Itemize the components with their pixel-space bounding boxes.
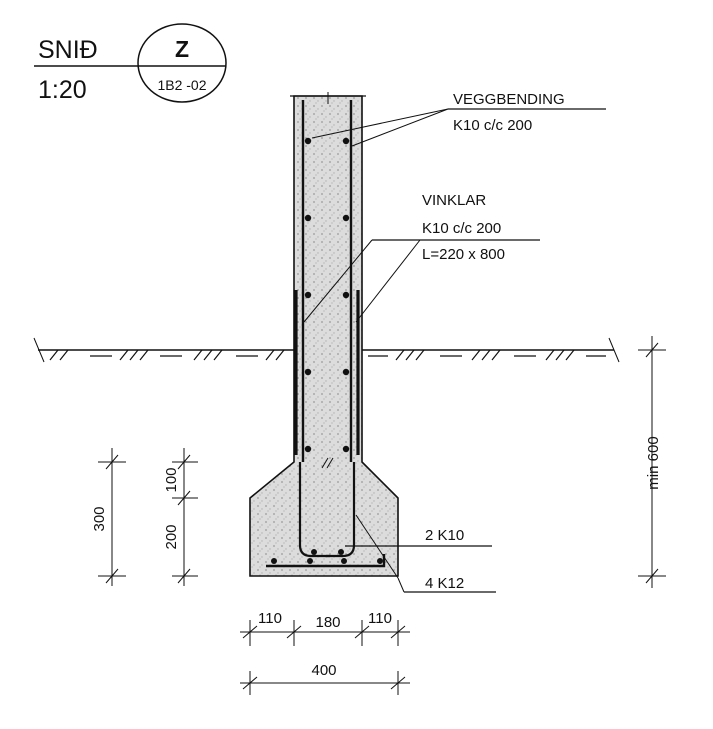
dim-footing-base-height: 200 xyxy=(163,524,180,549)
angles-length: L=220 x 800 xyxy=(422,246,505,263)
wall-bar-dots xyxy=(304,137,350,453)
dim-wall-thickness: 180 xyxy=(315,614,340,631)
angle-bar-left xyxy=(298,462,330,558)
sheet-reference: 1B2 -02 xyxy=(157,77,206,93)
annotation-leaders xyxy=(303,108,606,593)
wall-rebar-leader-2 xyxy=(351,108,449,147)
frost-depth-dimension: min 600 xyxy=(638,336,666,588)
scale-label: 1:20 xyxy=(38,76,87,104)
left-dimensions: 300 100 200 xyxy=(91,448,198,586)
angles-spec: K10 c/c 200 xyxy=(422,220,501,237)
dim-right-projection: 110 xyxy=(368,610,392,627)
bottom-dimensions: 110 180 110 400 xyxy=(240,610,410,695)
footing-bottom-bar xyxy=(266,554,386,568)
section-mark-letter: Z xyxy=(175,36,189,62)
wall-rebar-spec: K10 c/c 200 xyxy=(453,117,532,134)
angles-leader-1 xyxy=(303,239,373,323)
joint-hatch-1 xyxy=(321,457,329,469)
footing-bottom-bars-label: 4 K12 xyxy=(425,575,464,592)
dim-footing-total-height: 300 xyxy=(91,506,108,531)
ground-hatching xyxy=(49,349,606,361)
angles-title: VINKLAR xyxy=(422,192,486,209)
bottom-bars-leader xyxy=(355,514,399,579)
joint-hatch-2 xyxy=(326,457,334,469)
annotation-labels: VEGGBENDING K10 c/c 200 VINKLAR K10 c/c … xyxy=(422,91,565,592)
section-label: SNIÐ xyxy=(38,36,98,64)
footing-bar-dots xyxy=(271,549,383,564)
concrete-section xyxy=(249,92,399,577)
section-mark-circle xyxy=(137,23,227,103)
angle-bar-right xyxy=(326,462,356,558)
dim-left-projection: 110 xyxy=(258,610,282,627)
title-block: SNIÐ 1:20 Z 1B2 -02 xyxy=(34,23,227,104)
wall-rebar-title: VEGGBENDING xyxy=(453,91,565,108)
dim-footing-taper-height: 100 xyxy=(163,467,180,492)
ground-line xyxy=(33,337,620,363)
footing-top-bars-label: 2 K10 xyxy=(425,527,464,544)
dim-frost-depth: min 600 xyxy=(645,436,662,489)
concrete-outline xyxy=(249,95,399,577)
reinforcement xyxy=(266,100,386,568)
dim-footing-width: 400 xyxy=(311,662,336,679)
angles-leader-2 xyxy=(355,239,421,323)
wall-rebar-leader-1 xyxy=(311,108,449,139)
